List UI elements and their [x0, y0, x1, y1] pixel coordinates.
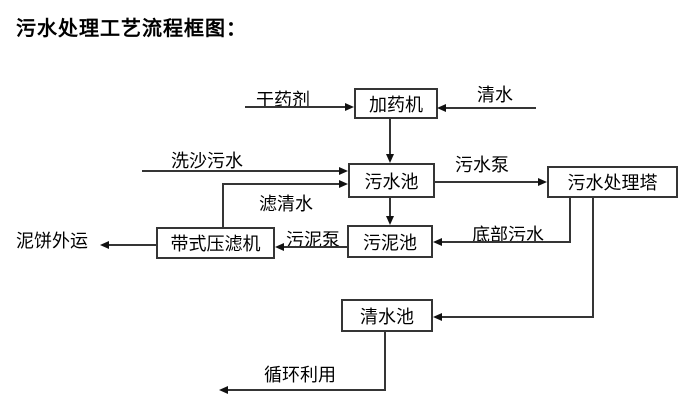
flow-line-bottom-sewage-vertical	[569, 197, 571, 243]
page-title: 污水处理工艺流程框图：	[16, 18, 247, 40]
arrowhead-sewage-pump-icon	[538, 178, 547, 186]
arrowhead-sewage-to-sludge-icon	[386, 216, 394, 225]
arrowhead-clean-water-icon	[437, 104, 446, 112]
arrowhead-mud-cake-icon	[100, 241, 109, 249]
node-sludge-pool-label: 污泥池	[363, 232, 417, 253]
flow-label-bottom-sewage: 底部污水	[472, 225, 544, 245]
flow-label-sand-washing-sewage: 洗沙污水	[171, 151, 243, 171]
flow-label-recycling: 循环利用	[264, 365, 336, 385]
node-sewage-pool: 污水池	[348, 163, 435, 198]
flow-label-clean-water: 清水	[477, 85, 513, 105]
arrowhead-filtered-water-icon	[339, 180, 348, 188]
arrowhead-tower-to-clean-icon	[433, 313, 442, 321]
node-clean-water-pool-label: 清水池	[360, 306, 414, 327]
flow-line-recycling-vertical	[384, 330, 386, 391]
flow-label-dry-chemical: 干药剂	[256, 90, 310, 110]
arrowhead-dry-chemical-icon	[345, 103, 354, 111]
flow-label-sewage-pump: 污水泵	[455, 155, 509, 175]
arrowhead-dosing-to-sewage-icon	[386, 154, 394, 163]
flow-line-tower-to-clean-vertical	[592, 197, 594, 318]
flow-line-sludge-pump	[284, 246, 347, 248]
arrowhead-recycling-icon	[219, 386, 228, 394]
flow-line-filtered-water-vertical	[222, 183, 224, 227]
node-dosing-machine-label: 加药机	[369, 94, 423, 115]
node-treatment-tower: 污水处理塔	[547, 166, 678, 198]
flow-line-recycling	[228, 389, 385, 391]
flow-label-filtered-water: 滤清水	[259, 194, 313, 214]
flow-line-clean-water	[446, 107, 536, 109]
flow-line-sand-washing	[142, 170, 339, 172]
flow-label-sludge-pump: 污泥泵	[286, 230, 340, 250]
flow-line-filtered-water	[222, 183, 339, 185]
node-treatment-tower-label: 污水处理塔	[567, 173, 658, 193]
flow-line-sewage-pump	[435, 181, 538, 183]
arrowhead-sludge-pump-icon	[275, 243, 284, 251]
arrowhead-sand-washing-icon	[339, 167, 348, 175]
flow-line-tower-to-clean	[442, 316, 593, 318]
node-clean-water-pool: 清水池	[341, 299, 433, 332]
flow-line-bottom-sewage	[442, 241, 571, 243]
arrowhead-bottom-sewage-icon	[433, 238, 442, 246]
flow-label-mud-cake-outbound: 泥饼外运	[16, 231, 88, 251]
node-sewage-pool-label: 污水池	[364, 171, 419, 192]
flow-line-dosing-to-sewage	[389, 119, 391, 155]
flow-line-mud-cake	[109, 244, 156, 246]
flow-line-dry-chemical	[245, 106, 345, 108]
node-belt-filter-press-label: 带式压滤机	[170, 234, 261, 254]
node-belt-filter-press: 带式压滤机	[156, 227, 275, 259]
node-sludge-pool: 污泥池	[347, 225, 433, 258]
flow-line-sewage-to-sludge	[389, 198, 391, 216]
node-dosing-machine: 加药机	[354, 88, 438, 119]
